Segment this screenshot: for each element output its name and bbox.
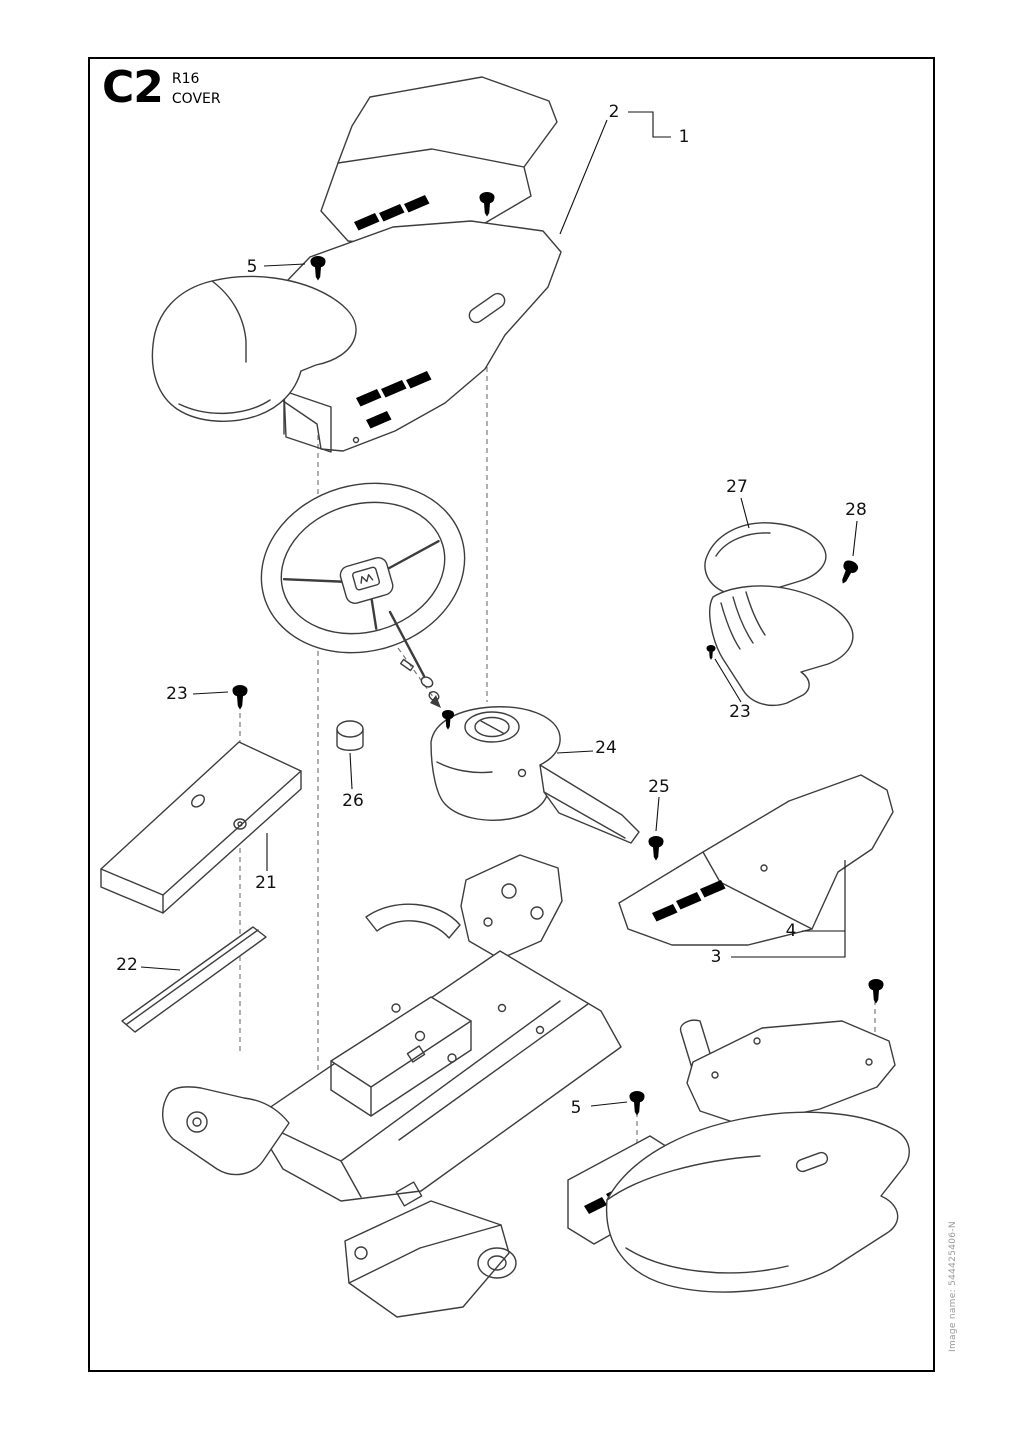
- callout-23-left: 23: [166, 684, 188, 704]
- callout-leaders: [140, 111, 858, 1107]
- callout-26: 26: [342, 791, 364, 811]
- callout-3: 3: [711, 947, 722, 967]
- section-code: C2: [102, 62, 164, 113]
- part-side-panel: [100, 741, 302, 914]
- part-chassis-frame: [162, 854, 719, 1318]
- model-label: R16: [171, 71, 200, 87]
- callout-24: 24: [595, 738, 617, 758]
- callout-1: 1: [679, 127, 690, 147]
- image-name-text: Image name: 544425406-N: [948, 1221, 958, 1352]
- callout-5-top: 5: [247, 257, 258, 277]
- callout-28: 28: [845, 500, 867, 520]
- page-border: [88, 57, 935, 1372]
- header: C2 R16 COVER: [102, 66, 221, 110]
- husqvarna-logo: [352, 566, 381, 591]
- callout-27: 27: [726, 477, 748, 497]
- part-console-cover: [430, 706, 640, 844]
- screw-fastener-25: [648, 836, 664, 861]
- callout-5-bottom: 5: [571, 1098, 582, 1118]
- callout-4: 4: [786, 921, 797, 941]
- callout-23-right: 23: [729, 702, 751, 722]
- part-rear-fender: [567, 979, 910, 1293]
- callout-25: 25: [648, 777, 670, 797]
- page-title: COVER: [171, 91, 221, 108]
- callout-22: 22: [116, 955, 138, 975]
- part-steering-wheel: [260, 482, 466, 701]
- screw-fastener-23: [232, 685, 248, 710]
- part-trim-strip: [121, 926, 267, 1033]
- callout-21: 21: [255, 873, 277, 893]
- callout-2: 2: [609, 102, 620, 122]
- part-steering-column-cover: [704, 522, 860, 707]
- part-rear-cover-plate: [618, 774, 894, 946]
- part-cap: [336, 720, 364, 751]
- part-front-fender: [151, 275, 357, 422]
- callout-labels: 2 1 5 27 28 23 23 24 25 26 21 22 4 3 5: [116, 102, 867, 1118]
